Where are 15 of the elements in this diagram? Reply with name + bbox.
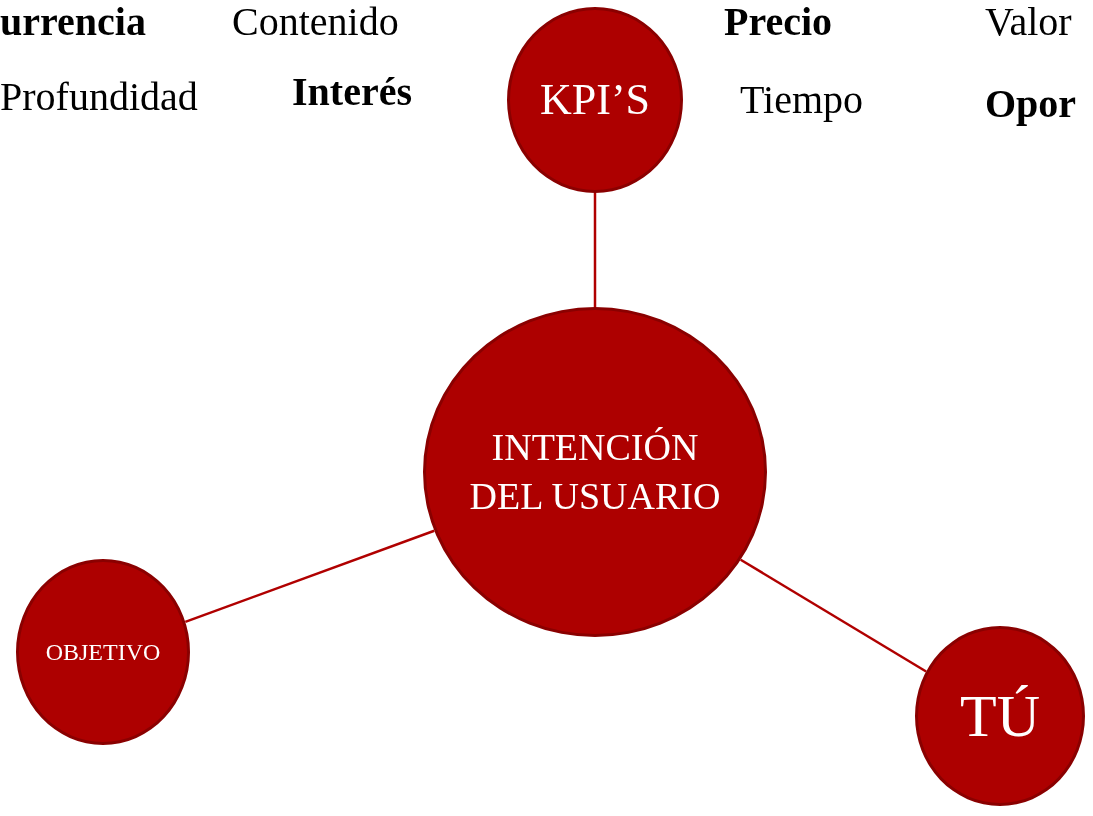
keyword-text: Precio bbox=[724, 0, 833, 44]
keyword-text: Profundidad bbox=[0, 75, 198, 119]
keyword-text: Opor bbox=[985, 82, 1077, 126]
node-label: KPI’S bbox=[540, 74, 650, 126]
keyword-text: urrencia bbox=[0, 0, 146, 44]
keyword-text: Valor bbox=[985, 0, 1072, 44]
keyword-text: Tiempo bbox=[740, 78, 863, 122]
keyword-text: Interés bbox=[292, 70, 412, 114]
keyword-text: Contenido bbox=[232, 0, 399, 44]
node-label: OBJETIVO bbox=[45, 638, 161, 667]
connector-line bbox=[184, 529, 435, 624]
node-label: INTENCIÓN DEL USUARIO bbox=[468, 424, 722, 519]
connector-line bbox=[593, 193, 597, 307]
connector-line bbox=[740, 558, 927, 673]
node-label: TÚ bbox=[960, 682, 1040, 751]
